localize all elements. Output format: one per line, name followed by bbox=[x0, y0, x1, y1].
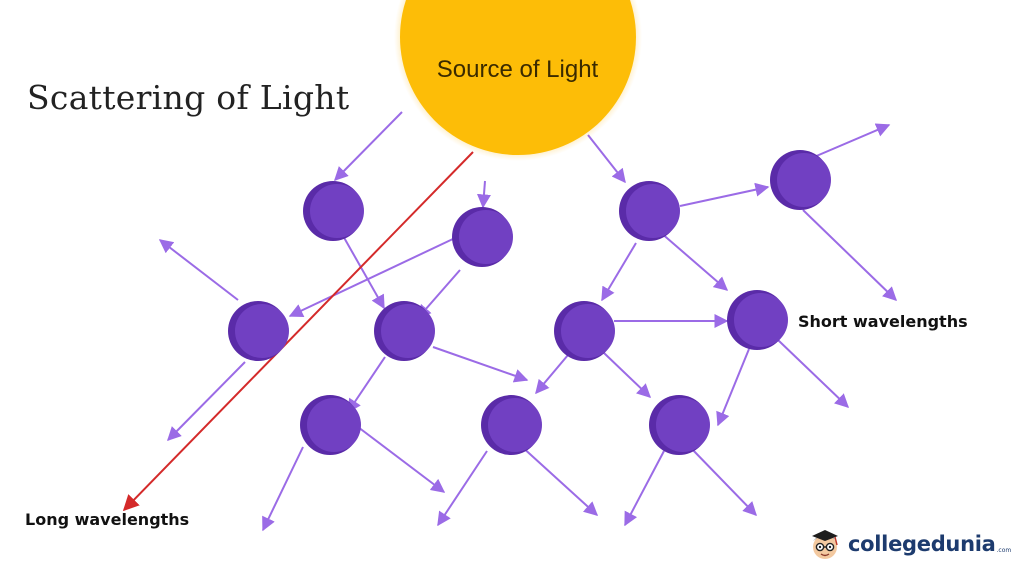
particles bbox=[228, 150, 831, 455]
ray bbox=[334, 111, 403, 181]
ray bbox=[603, 352, 652, 398]
brand-name: collegedunia bbox=[848, 532, 996, 556]
brand-suffix: .com bbox=[996, 546, 1012, 554]
particle bbox=[727, 290, 788, 350]
ray bbox=[802, 209, 898, 301]
particle bbox=[649, 395, 710, 455]
ray bbox=[587, 134, 626, 184]
ray bbox=[432, 346, 529, 383]
particle bbox=[481, 395, 542, 455]
ray bbox=[476, 180, 491, 209]
ray bbox=[689, 446, 757, 517]
student-mascot-icon bbox=[812, 530, 838, 559]
particle bbox=[554, 301, 615, 361]
ray bbox=[601, 242, 637, 302]
ray bbox=[167, 361, 246, 441]
long-wavelength-ray bbox=[122, 151, 474, 512]
particle bbox=[228, 301, 289, 361]
ray bbox=[624, 450, 665, 527]
ray bbox=[777, 339, 850, 408]
brand-logo: collegedunia .com bbox=[808, 527, 1011, 561]
particle bbox=[452, 207, 513, 267]
source-of-light-label: Source of Light bbox=[436, 56, 599, 83]
diagram-title: Scattering of Light bbox=[27, 78, 350, 117]
ray bbox=[679, 182, 770, 207]
ray bbox=[347, 356, 386, 414]
long-wavelengths-label: Long wavelengths bbox=[25, 510, 190, 529]
ray bbox=[288, 237, 456, 317]
ray bbox=[262, 446, 304, 532]
ray bbox=[341, 233, 385, 310]
particle bbox=[619, 181, 680, 241]
ray bbox=[716, 348, 750, 427]
ray bbox=[357, 426, 446, 493]
light-rays bbox=[158, 111, 898, 532]
short-wavelengths-label: Short wavelengths bbox=[798, 312, 968, 331]
particle bbox=[300, 395, 361, 455]
ray bbox=[519, 444, 599, 516]
sun bbox=[400, 0, 636, 155]
ray bbox=[158, 239, 239, 301]
particle bbox=[770, 150, 831, 210]
ray bbox=[535, 354, 569, 395]
particle bbox=[374, 301, 435, 361]
ray bbox=[437, 450, 488, 527]
ray bbox=[659, 231, 729, 291]
particle bbox=[303, 181, 364, 241]
